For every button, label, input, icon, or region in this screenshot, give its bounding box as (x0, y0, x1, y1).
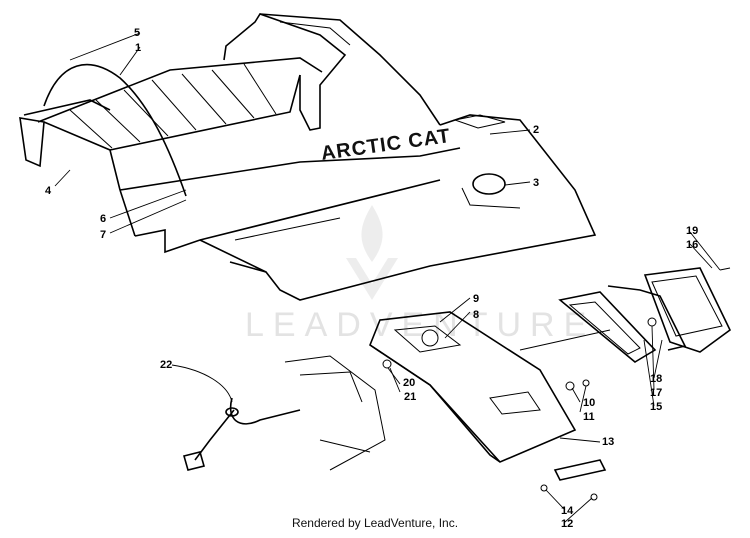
callout-3: 3 (533, 177, 539, 189)
callout-20: 20 (403, 377, 415, 389)
chassis-section (183, 355, 386, 471)
callout-19: 19 (686, 225, 698, 237)
callout-13: 13 (602, 436, 614, 448)
footer-credit: Rendered by LeadVenture, Inc. (291, 516, 459, 530)
brand-logo-text: ARCTIC CAT (320, 125, 453, 165)
taillight-lens (643, 267, 732, 353)
callout-10: 10 (583, 397, 595, 409)
lens-bracket (558, 285, 687, 363)
callout-22: 22 (160, 359, 172, 371)
hardware (519, 317, 657, 501)
seat-assembly (19, 13, 597, 301)
callout-5: 5 (134, 27, 140, 39)
callout-12: 12 (561, 518, 573, 530)
callout-7: 7 (100, 229, 106, 241)
callout-4: 4 (45, 185, 52, 197)
callout-1: 1 (135, 42, 141, 54)
callout-14: 14 (561, 505, 574, 517)
callout-8: 8 (473, 309, 479, 321)
callout-11: 11 (583, 411, 595, 423)
callout-16: 16 (686, 239, 698, 251)
callout-2: 2 (533, 124, 539, 136)
callout-17: 17 (650, 387, 662, 399)
taillight-housing (369, 311, 577, 463)
leader-lines (54, 32, 721, 523)
watermark-text: LEADVENTURE (245, 306, 595, 344)
callout-labels: 5 1 2 3 4 6 7 9 8 22 20 21 10 11 13 14 1… (45, 27, 698, 530)
watermark-logo-icon (346, 205, 398, 300)
callout-21: 21 (404, 391, 416, 403)
callout-6: 6 (100, 213, 106, 225)
callout-18: 18 (650, 373, 662, 385)
callout-9: 9 (473, 293, 479, 305)
callout-15: 15 (650, 401, 662, 413)
